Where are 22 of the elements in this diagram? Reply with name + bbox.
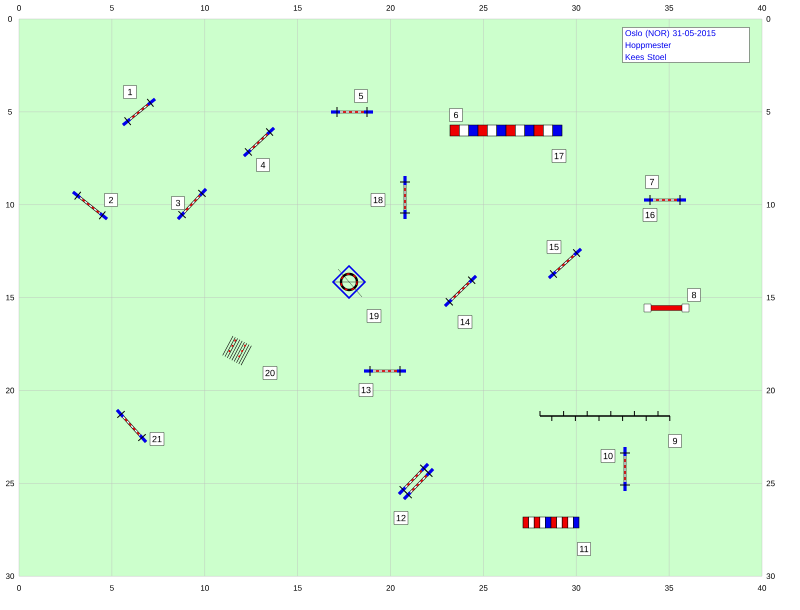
number-box: 18 <box>370 193 386 207</box>
number-box: 16 <box>642 208 658 222</box>
number-box: 9 <box>668 434 682 448</box>
number-box: 17 <box>552 149 566 163</box>
number-box: 6 <box>449 108 463 122</box>
number-box: 7 <box>645 175 659 189</box>
number-box: 13 <box>358 383 374 397</box>
number-box: 11 <box>577 542 591 556</box>
number-box: 5 <box>354 89 368 103</box>
number-box: 8 <box>687 288 701 302</box>
number-box: 19 <box>366 309 382 323</box>
number-box: 12 <box>394 511 408 525</box>
number-box: 10 <box>600 449 616 463</box>
number-box: 20 <box>262 366 278 380</box>
info-box: Oslo (NOR) 31-05-2015 Hoppmester Kees Stoel <box>622 27 750 63</box>
number-box: 14 <box>458 315 472 329</box>
number-box: 15 <box>546 240 562 254</box>
number-box: 2 <box>104 193 118 207</box>
number-box: 4 <box>256 158 270 172</box>
number-box: 21 <box>150 432 164 446</box>
number-box: 1 <box>123 85 137 99</box>
number-box: 3 <box>171 196 185 210</box>
